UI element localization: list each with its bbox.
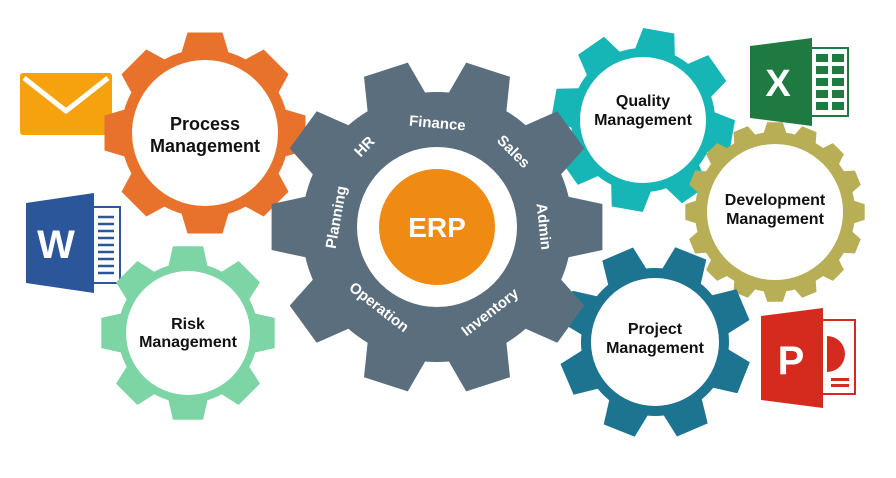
risk-gear-label-line1: Risk [171,316,205,333]
word-letter: W [37,223,75,267]
process-gear-label-line2: Management [150,136,260,156]
excel-icon: X [750,38,849,126]
word-icon: W [26,193,121,293]
development-gear-label-line1: Development [725,192,826,209]
excel-letter: X [765,63,791,105]
module-label-admin: Admin [533,202,555,250]
quality-management-gear: Quality Management [551,28,735,212]
process-gear-label-line1: Process [170,114,240,134]
quality-gear-label-line1: Quality [616,93,670,110]
erp-gear: ERP HR Finance Sales Admin Inventory Ope… [271,62,603,392]
erp-hub [379,169,495,285]
quality-gear-label-line2: Management [594,112,692,129]
development-management-gear: Development Management [685,122,865,302]
powerpoint-letter: P [778,339,805,383]
mail-icon [20,73,112,135]
project-management-gear: Project Management [560,247,750,437]
development-gear-label-line2: Management [726,211,824,228]
module-label-finance: Finance [408,113,466,135]
erp-label: ERP [408,212,466,243]
project-gear-label-line2: Management [606,340,704,357]
powerpoint-icon: P [761,308,856,408]
process-management-gear: Process Management [104,32,306,234]
project-gear-label-line1: Project [628,321,683,338]
risk-management-gear: Risk Management [101,246,275,420]
risk-gear-label-line2: Management [139,334,237,351]
